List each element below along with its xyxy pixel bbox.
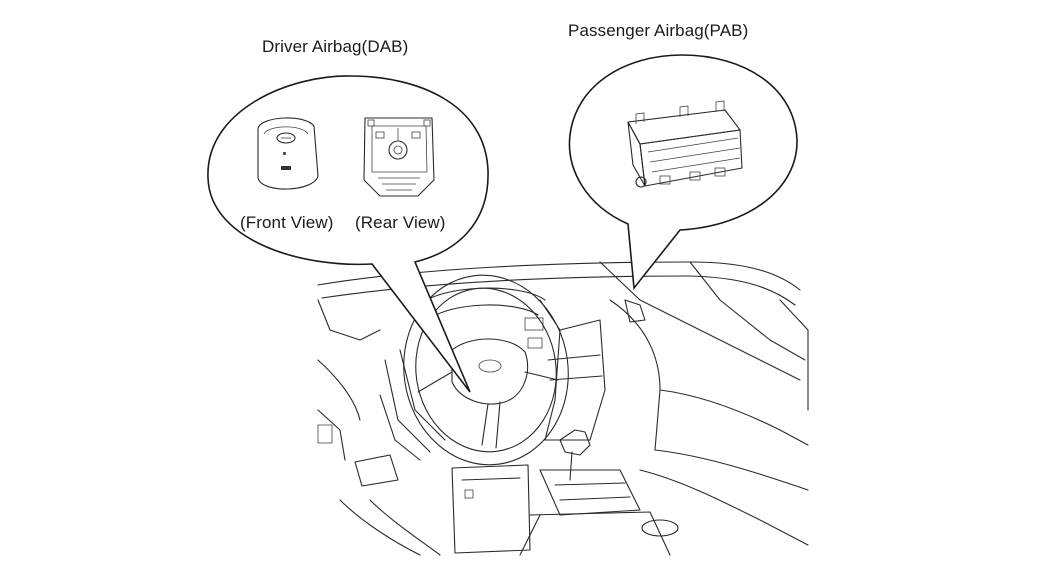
pab-module-icon xyxy=(627,100,743,188)
dab-front-view-icon xyxy=(257,117,319,190)
passenger-airbag-label: Passenger Airbag(PAB) xyxy=(568,21,749,40)
front-view-label: (Front View) xyxy=(240,213,334,232)
car-interior-drawing xyxy=(317,261,809,556)
driver-airbag-callout xyxy=(207,75,489,393)
passenger-airbag-callout xyxy=(568,54,798,291)
rear-view-label: (Rear View) xyxy=(355,213,446,232)
dab-rear-view-icon xyxy=(363,117,435,197)
driver-airbag-label: Driver Airbag(DAB) xyxy=(262,37,409,56)
